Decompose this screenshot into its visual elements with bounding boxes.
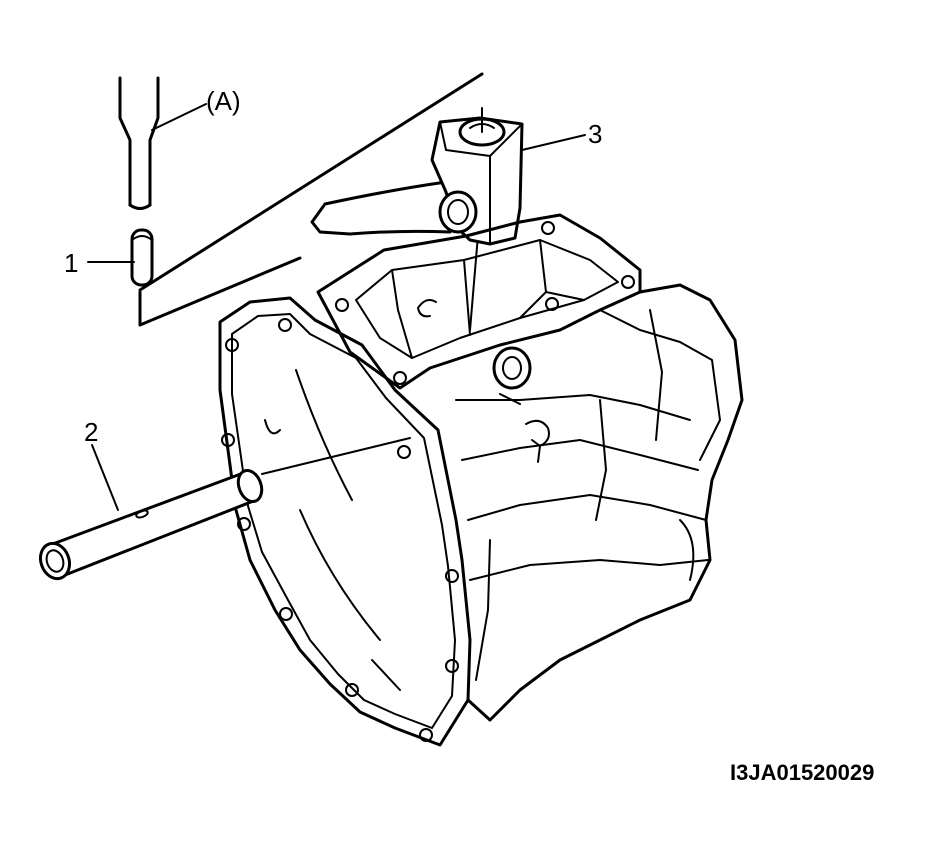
shaft-axis-guide bbox=[261, 437, 411, 475]
shift-shaft bbox=[38, 469, 264, 581]
leader-tool bbox=[151, 103, 207, 131]
label-part-2: 2 bbox=[84, 417, 98, 447]
assembly-guide-lines bbox=[138, 72, 484, 331]
label-tool-a: (A) bbox=[206, 86, 241, 116]
transmission-case bbox=[218, 213, 744, 747]
figure-code: I3JA01520029 bbox=[730, 760, 874, 785]
label-part-3: 3 bbox=[588, 119, 602, 149]
leader-part3 bbox=[521, 134, 586, 151]
label-part-1: 1 bbox=[64, 248, 78, 278]
shift-lever bbox=[310, 107, 524, 246]
leader-part2 bbox=[91, 444, 119, 511]
drift-punch-tool bbox=[118, 76, 160, 210]
spring-pin bbox=[130, 228, 154, 287]
